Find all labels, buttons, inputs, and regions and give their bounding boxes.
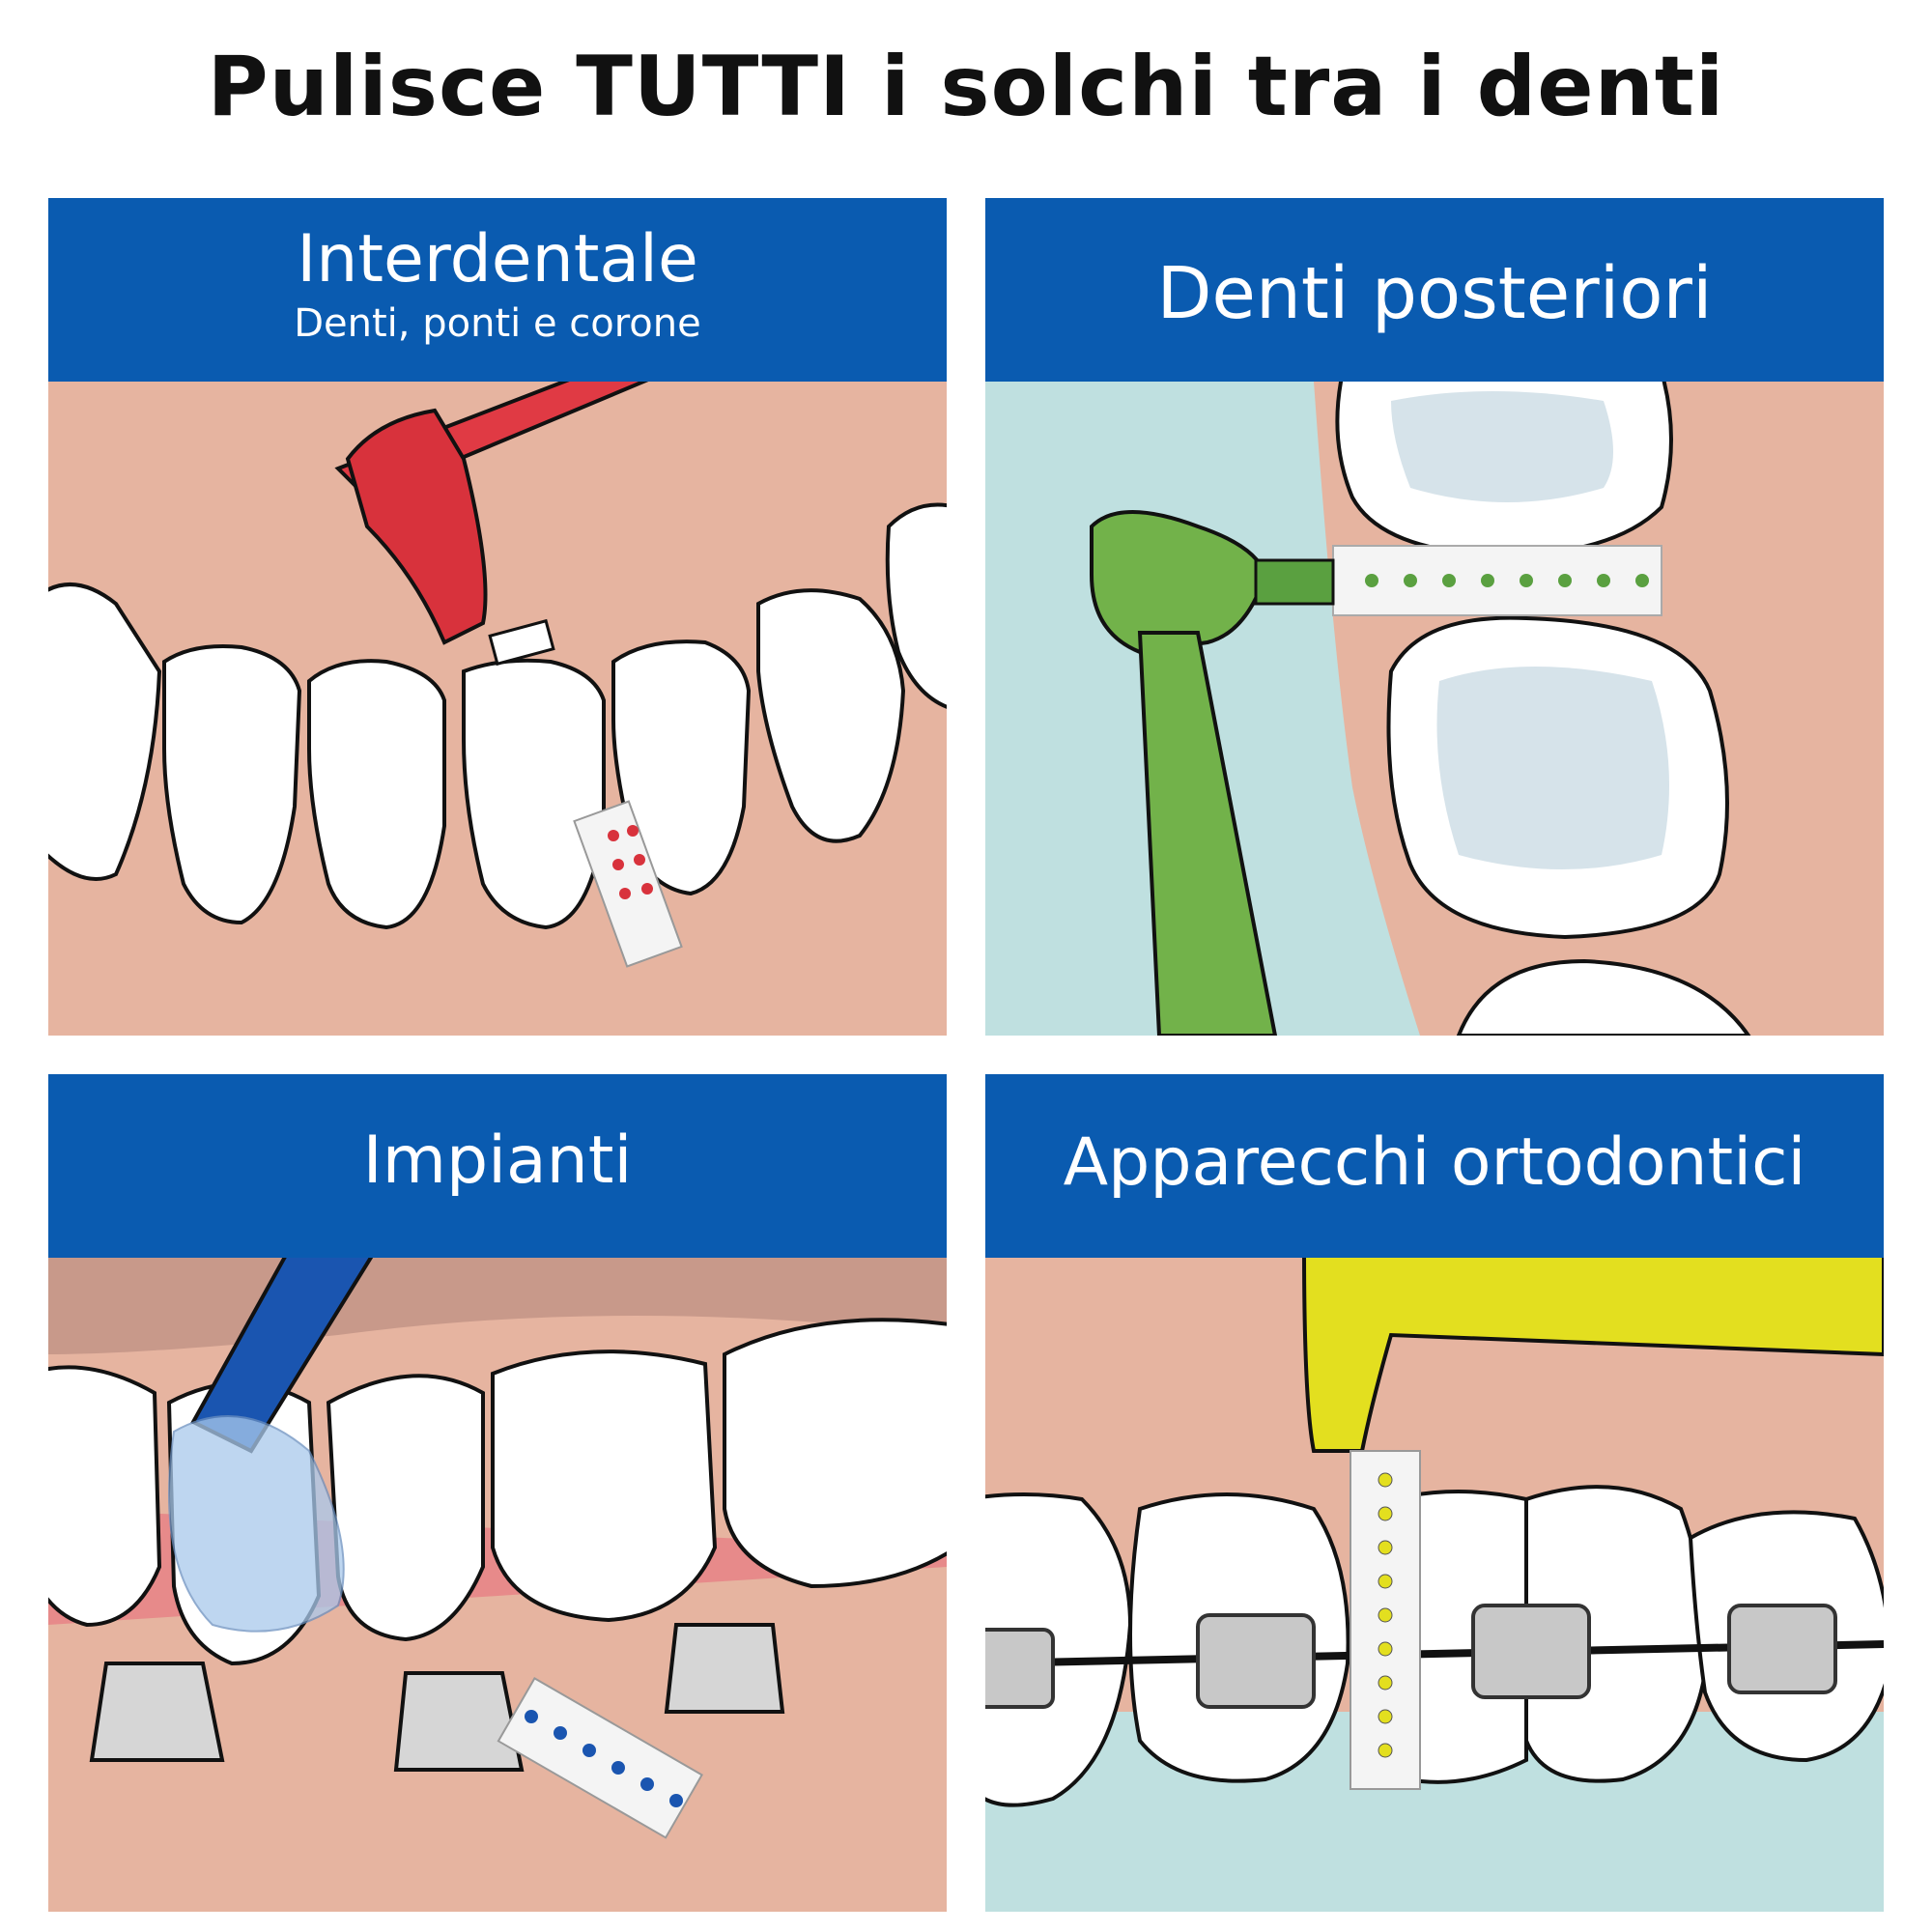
panel-back-teeth: Denti posteriori bbox=[985, 198, 1884, 1036]
panel-heading: Interdentale bbox=[297, 221, 698, 298]
panel-header: Denti posteriori bbox=[985, 198, 1884, 382]
panel-subheading: Denti, ponti e corone bbox=[294, 301, 701, 346]
implants-illustration bbox=[48, 1258, 947, 1912]
panel-orthodontic: Apparecchi ortodontici bbox=[985, 1074, 1884, 1912]
page-title: Pulisce TUTTI i solchi tra i denti bbox=[207, 39, 1725, 135]
panel-header: Interdentale Denti, ponti e corone bbox=[48, 198, 947, 382]
braces-illustration bbox=[985, 1258, 1884, 1912]
panel-heading: Denti posteriori bbox=[1156, 252, 1713, 335]
panel-heading: Apparecchi ortodontici bbox=[1063, 1124, 1806, 1201]
panel-header: Apparecchi ortodontici bbox=[985, 1074, 1884, 1258]
panel-interdental: Interdentale Denti, ponti e corone bbox=[48, 198, 947, 1036]
panel-heading: Impianti bbox=[362, 1122, 633, 1199]
panel-implants: Impianti bbox=[48, 1074, 947, 1912]
molars-illustration bbox=[985, 382, 1884, 1036]
panel-header: Impianti bbox=[48, 1074, 947, 1258]
front-teeth-illustration bbox=[48, 382, 947, 1036]
